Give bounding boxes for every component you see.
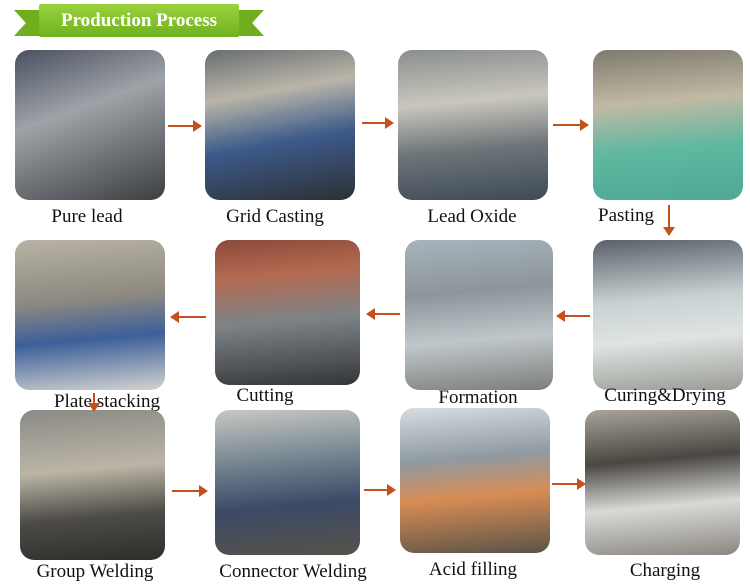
step-label: Plate stacking <box>53 391 161 412</box>
step-photo <box>15 50 165 200</box>
step-label: Acid filling <box>428 559 518 580</box>
step-label: Formation <box>438 387 518 408</box>
step-photo <box>593 50 743 200</box>
arrow-left-icon <box>366 308 400 320</box>
step-label: Connector Welding <box>219 561 367 582</box>
arrow-down-icon <box>88 393 100 412</box>
step-photo <box>15 240 165 390</box>
arrow-right-icon <box>553 119 589 131</box>
step-photo <box>398 50 548 200</box>
arrow-left-icon <box>556 310 590 322</box>
arrow-right-icon <box>172 485 208 497</box>
step-label: Pure lead <box>51 206 123 227</box>
step-label: Grid Casting <box>226 206 324 227</box>
step-photo <box>20 410 165 560</box>
step-photo <box>400 408 550 553</box>
arrow-down-icon <box>663 205 675 236</box>
title-banner: Production Process <box>14 4 264 40</box>
page-title: Production Process <box>39 4 239 37</box>
arrow-left-icon <box>170 311 206 323</box>
step-photo <box>215 240 360 385</box>
arrow-right-icon <box>168 120 202 132</box>
step-label: Charging <box>629 560 701 581</box>
step-label: Lead Oxide <box>427 206 517 227</box>
step-photo <box>585 410 740 555</box>
step-label: Group Welding <box>36 561 154 582</box>
step-label: Curing&Drying <box>604 385 726 406</box>
step-photo <box>215 410 360 555</box>
step-photo <box>593 240 743 390</box>
step-label: Pasting <box>598 205 654 226</box>
arrow-right-icon <box>364 484 396 496</box>
step-label: Cutting <box>236 385 294 406</box>
step-photo <box>205 50 355 200</box>
step-photo <box>405 240 553 390</box>
arrow-right-icon <box>362 117 394 129</box>
arrow-right-icon <box>552 478 586 490</box>
